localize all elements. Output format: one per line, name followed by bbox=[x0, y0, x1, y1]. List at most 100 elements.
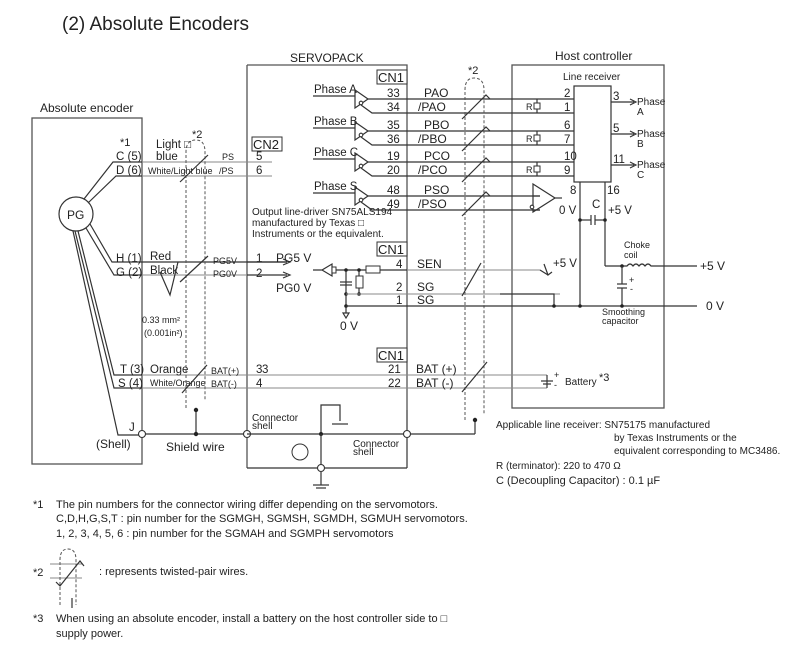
encoder-pin-c5: C (5) bbox=[116, 151, 142, 163]
signal-ground-0v: 0 V bbox=[340, 319, 358, 333]
encoder-pin-j: J bbox=[129, 422, 135, 434]
ground-network bbox=[247, 404, 475, 489]
encoder-block bbox=[31, 117, 143, 465]
wire-color-black: Black bbox=[150, 265, 178, 277]
battery-label: Battery bbox=[565, 377, 597, 388]
pg5v-arrow bbox=[247, 258, 292, 266]
phase-output-label: Phase bbox=[637, 97, 666, 108]
supply-plus5v: +5 V bbox=[700, 259, 725, 273]
sen-plus5v: +5 V bbox=[553, 258, 577, 270]
rx-pin: 6 bbox=[564, 120, 570, 132]
cn1-upper-box bbox=[376, 69, 408, 85]
line-receiver-chip bbox=[573, 85, 612, 183]
cn1-pin-4: 4 bbox=[396, 259, 403, 271]
phase-output-label: Phase bbox=[637, 129, 666, 140]
encoder-block-label: Absolute encoder bbox=[40, 101, 133, 115]
rx-0v: 0 V bbox=[559, 205, 577, 217]
cn1-sig-sg-2: SG bbox=[417, 280, 434, 294]
phase-input-label: Phase C bbox=[314, 147, 358, 159]
encoder-pin-g2: G (2) bbox=[116, 267, 142, 279]
shield-wire-label: Shield wire bbox=[166, 440, 225, 454]
cable-wires bbox=[142, 161, 407, 435]
pg5v-label: PG5 V bbox=[276, 251, 311, 265]
rx-pin-8: 8 bbox=[570, 185, 576, 197]
twist-mark bbox=[461, 94, 491, 120]
receiver-power bbox=[500, 182, 697, 308]
page-title: (2) Absolute Encoders bbox=[62, 14, 249, 35]
supply-0v: 0 V bbox=[706, 299, 724, 313]
cn1-pin: 48 bbox=[387, 185, 400, 197]
phase-output-label: C bbox=[637, 170, 644, 181]
connector-shell-right-2: shell bbox=[353, 447, 374, 458]
line-receiver-label: Line receiver bbox=[563, 72, 621, 83]
terminator-resistor-icon bbox=[533, 165, 541, 173]
cable-sig-bat-plus: BAT(+) bbox=[211, 366, 239, 376]
rx-out-pin: 11 bbox=[613, 154, 625, 166]
rx-pin: 1 bbox=[564, 102, 570, 114]
wire-gauge-mm: 0.33 mm² bbox=[142, 315, 180, 325]
cn2-pin-3: 3 bbox=[256, 364, 262, 376]
phase-s-receiver bbox=[529, 182, 562, 214]
driver-note-1: Output line-driver SN75ALS194 bbox=[252, 207, 393, 218]
wire-color-white-light-blue: White/Light blue bbox=[148, 166, 213, 176]
wire-color-red: Red bbox=[150, 251, 171, 263]
terminator-resistor-icon bbox=[533, 134, 541, 142]
footnote-mark-2-cn1: *2 bbox=[468, 65, 478, 77]
cn1-pin: 34 bbox=[387, 102, 400, 114]
twist-mark bbox=[461, 126, 491, 152]
wire-color-light-blue: blue bbox=[156, 151, 178, 163]
host-block-label: Host controller bbox=[555, 49, 632, 63]
servopack-block-label: SERVOPACK bbox=[290, 51, 364, 65]
output-arrow bbox=[611, 130, 638, 138]
rx-pin-16: 16 bbox=[607, 185, 620, 197]
cable-sig-pg0v: PG0V bbox=[213, 269, 237, 279]
receiver-note-3: equivalent corresponding to MC3486. bbox=[614, 446, 780, 457]
cn1-sig-sen: SEN bbox=[417, 257, 442, 271]
cn1-lower-box bbox=[376, 347, 408, 363]
decoupling-note: C (Decoupling Capacitor) : 0.1 µF bbox=[496, 475, 660, 487]
connector-shell-right-1: Connector bbox=[353, 439, 400, 450]
cn1-signal: /PBO bbox=[418, 132, 447, 146]
rx-out-pin: 3 bbox=[613, 91, 619, 103]
twisted-pair-legend-icon bbox=[50, 548, 85, 608]
servopack-block bbox=[247, 64, 408, 410]
phase-output-label: Phase bbox=[637, 160, 666, 171]
cn1-pin-2: 2 bbox=[396, 282, 402, 294]
cn1-signal: PBO bbox=[424, 118, 449, 132]
terminator-resistor-icon bbox=[533, 102, 541, 110]
sen-circuit bbox=[313, 262, 407, 320]
wire-gauge-in: (0.001in²) bbox=[144, 328, 183, 338]
smoothing-label-1: Smoothing bbox=[602, 307, 645, 317]
twist-mark bbox=[461, 262, 482, 297]
battery-icon bbox=[541, 375, 553, 388]
output-arrow bbox=[611, 161, 638, 169]
rx-pin: 9 bbox=[564, 165, 570, 177]
rx-pin: 2 bbox=[564, 88, 570, 100]
connector-shell-left-1: Connector bbox=[252, 413, 299, 424]
rx-out-pin: 5 bbox=[613, 123, 619, 135]
cn2-pin-5: 5 bbox=[256, 151, 262, 163]
cn2-pin-2: 2 bbox=[256, 268, 262, 280]
smoothing-label-2: capacitor bbox=[602, 316, 639, 326]
gauge-arrows bbox=[159, 261, 179, 297]
cn1-pin: 49 bbox=[387, 199, 400, 211]
resistor-label: R bbox=[526, 102, 533, 112]
cn1-bat-left-3: 3 bbox=[262, 364, 268, 376]
twist-mark bbox=[181, 364, 208, 394]
cable-shield-outline bbox=[185, 139, 206, 408]
phase-output-label: A bbox=[637, 107, 644, 118]
cn2-box bbox=[251, 136, 283, 152]
cn1-sig-sg-1: SG bbox=[417, 293, 434, 307]
connector-shell-left-2: shell bbox=[252, 421, 273, 432]
footnote-3-line-1: When using an absolute encoder, install … bbox=[56, 613, 448, 625]
cn1-pin: 33 bbox=[387, 88, 400, 100]
cn1-signal: /PCO bbox=[418, 163, 447, 177]
cn1-sig-bat-plus: BAT (+) bbox=[416, 362, 457, 376]
